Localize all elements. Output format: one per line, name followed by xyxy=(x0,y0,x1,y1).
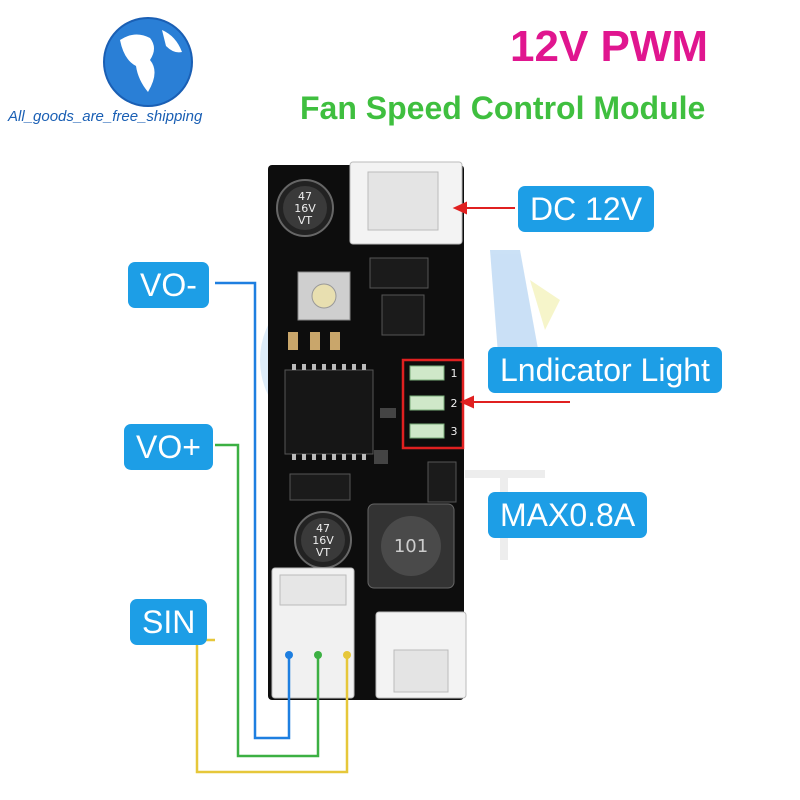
shop-name: All_goods_are_free_shipping xyxy=(8,108,203,125)
dc-12v-label: DC 12V xyxy=(518,186,655,232)
cap-top-line1: 47 xyxy=(298,190,312,203)
page-title: 12V PWM xyxy=(510,22,709,71)
indicator-light-label: Lndicator Light xyxy=(488,347,722,393)
max-current-label: MAX0.8A xyxy=(488,492,648,538)
led-label-3: 3 xyxy=(451,425,458,438)
page-subtitle: Fan Speed Control Module xyxy=(300,90,706,126)
cap-top-line3: VT xyxy=(298,214,313,227)
sin-label: SIN xyxy=(130,599,208,645)
globe-logo xyxy=(103,17,193,107)
inductor-label: 101 xyxy=(394,536,428,557)
cap-bottom-line3: VT xyxy=(316,546,331,559)
pcb-board xyxy=(268,161,467,700)
vo-minus-label: VO- xyxy=(128,262,209,308)
vo-plus-label: VO+ xyxy=(124,424,213,470)
cap-top-line2: 16V xyxy=(294,202,316,215)
led-label-1: 1 xyxy=(451,367,458,380)
led-label-2: 2 xyxy=(451,397,458,410)
cap-bottom-line1: 47 xyxy=(316,522,330,535)
indicator-highlight xyxy=(401,358,465,450)
pointer-arrows xyxy=(452,201,570,409)
cap-bottom-line2: 16V xyxy=(312,534,334,547)
